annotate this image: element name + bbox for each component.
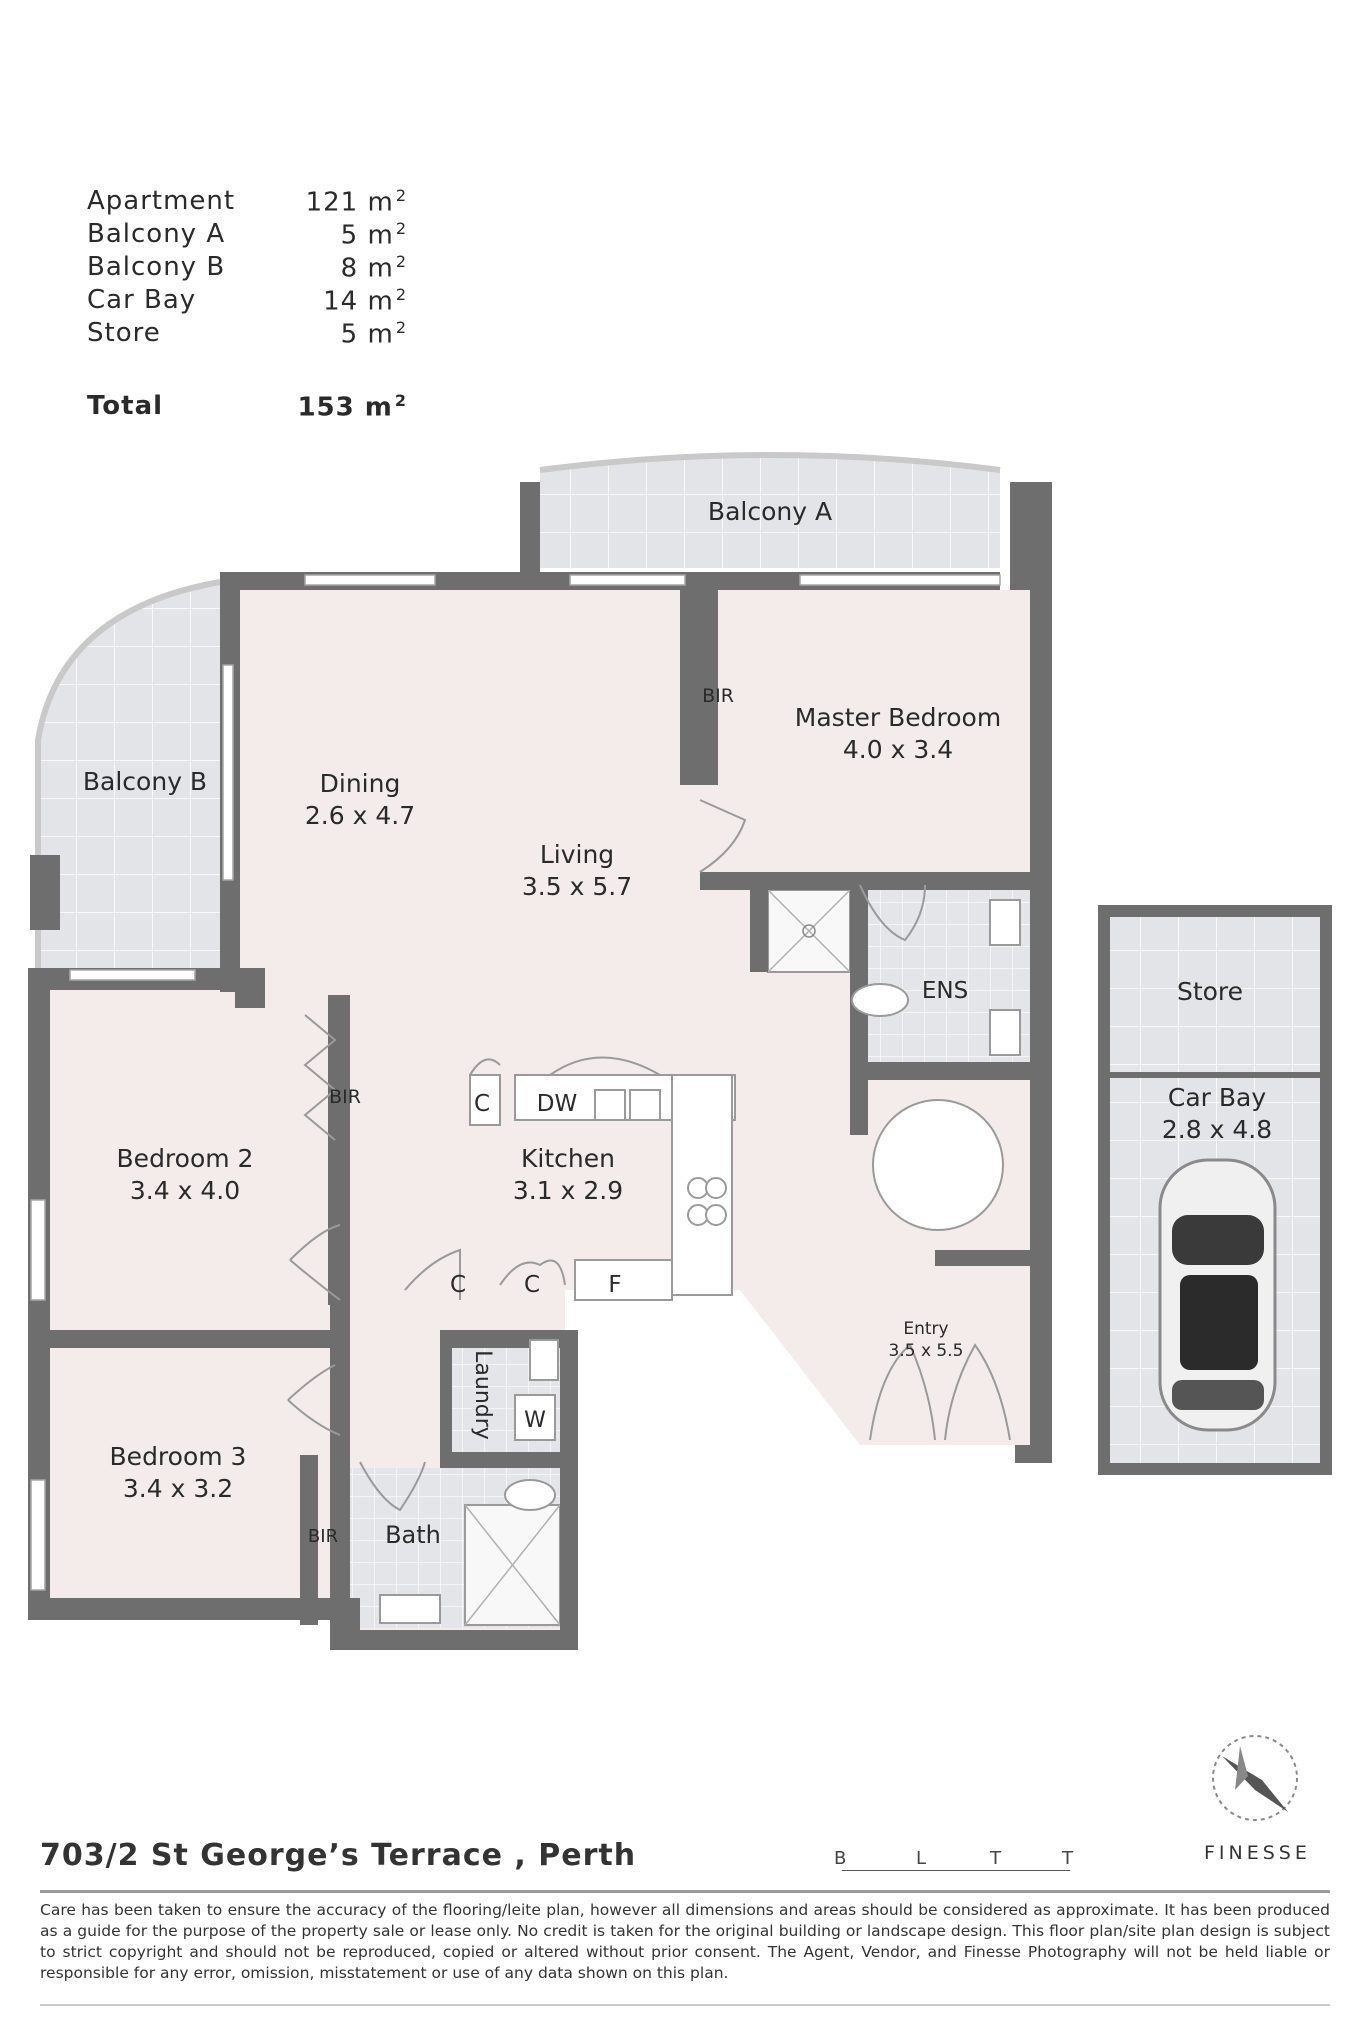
living-label: Living: [540, 840, 614, 869]
spa-bath: [872, 1099, 1004, 1231]
ens-label: ENS: [922, 978, 968, 1004]
washing-machine: [514, 1394, 556, 1441]
bedroom2-size: 3.4 x 4.0: [130, 1176, 240, 1205]
shower-drain: [802, 924, 816, 938]
bedroom3-label: Bedroom 3: [110, 1442, 247, 1471]
kitchen-counters: [514, 1074, 736, 1301]
dining-size: 2.6 x 4.7: [305, 801, 415, 830]
brand-name: FINESSE: [1204, 1842, 1311, 1864]
balcony-a-label: Balcony A: [708, 497, 832, 526]
ensuite-toilet: [851, 983, 909, 1017]
store-label: Store: [1177, 977, 1243, 1006]
total-label: Total: [87, 391, 164, 421]
living-size: 3.5 x 5.7: [522, 872, 632, 901]
property-address: 703/2 St George’s Terrace , Perth: [40, 1838, 637, 1873]
kitchen-c-cupboard: [469, 1074, 501, 1126]
footer-divider: [40, 1890, 1330, 1893]
balcony-a-rail: [539, 452, 1001, 473]
bedroom2-label: Bedroom 2: [117, 1144, 254, 1173]
kitchen-curve: [549, 1056, 661, 1076]
area-label: Store: [87, 318, 161, 348]
walls: [28, 482, 1332, 1650]
cupboard-c1-label: C: [450, 1272, 466, 1298]
bltt-t2: T: [1062, 1848, 1073, 1869]
bltt-line: [842, 1870, 1070, 1871]
bltt-l: L: [916, 1848, 927, 1869]
shower-ensuite-cross: [767, 889, 851, 973]
bed3-bir-label: BIR: [308, 1526, 338, 1547]
disclaimer-text: Care has been taken to ensure the accura…: [40, 1901, 1330, 1982]
doors: [287, 799, 1011, 1512]
car-icon: [1158, 1158, 1277, 1432]
master-bedroom-label: Master Bedroom: [795, 703, 1001, 732]
bath-label: Bath: [385, 1521, 441, 1549]
w-label: W: [524, 1408, 546, 1433]
balcony-b-floor: [38, 582, 220, 968]
bltt-t1: T: [990, 1848, 1001, 1869]
balcony-b-label: Balcony B: [83, 767, 207, 796]
fridge-f-label: F: [608, 1272, 621, 1298]
laundry-sink: [529, 1339, 559, 1381]
footer-bottom-divider: [40, 2004, 1330, 2006]
ensuite-vanity-1: [989, 899, 1021, 946]
bed2-bir-label: BIR: [329, 1086, 361, 1108]
bltt-b: B: [834, 1848, 847, 1869]
bath-vanity: [379, 1594, 441, 1624]
dw-label: DW: [537, 1091, 577, 1117]
kitchen-label: Kitchen: [521, 1144, 615, 1173]
entry-label: Entry: [903, 1319, 948, 1339]
area-label: Car Bay: [87, 285, 197, 315]
kitchen-c-label: C: [474, 1091, 490, 1117]
bath-toilet: [504, 1479, 556, 1511]
car-bay-label: Car Bay: [1168, 1083, 1266, 1112]
bltt-scale: B L T T: [834, 1848, 1074, 1874]
ensuite-vanity-2: [989, 1009, 1021, 1056]
balcony-b-rail: [35, 579, 221, 968]
master-bedroom-size: 4.0 x 3.4: [843, 735, 953, 764]
store-floor: [1110, 917, 1320, 1072]
car-bay-size: 2.8 x 4.8: [1162, 1115, 1272, 1144]
area-label: Balcony A: [87, 219, 226, 249]
entry-size: 3.5 x 5.5: [889, 1341, 964, 1361]
kitchen-size: 3.1 x 2.9: [513, 1176, 623, 1205]
shower-bath-cross: [464, 1504, 561, 1626]
floor-plan: Balcony A Balcony B Dining 2.6 x 4.7 Liv…: [28, 452, 1332, 1650]
compass-logo: [1212, 1735, 1298, 1821]
windows: [30, 574, 1001, 1591]
bedroom3-size: 3.4 x 3.2: [123, 1474, 233, 1503]
cupboard-c2-label: C: [524, 1272, 540, 1298]
dining-label: Dining: [320, 769, 401, 798]
master-bir-label: BIR: [702, 685, 734, 707]
area-label: Balcony B: [87, 252, 226, 282]
balcony-a-floor: [540, 455, 1000, 568]
area-label: Apartment: [87, 186, 236, 216]
laundry-label: Laundry: [470, 1350, 495, 1440]
